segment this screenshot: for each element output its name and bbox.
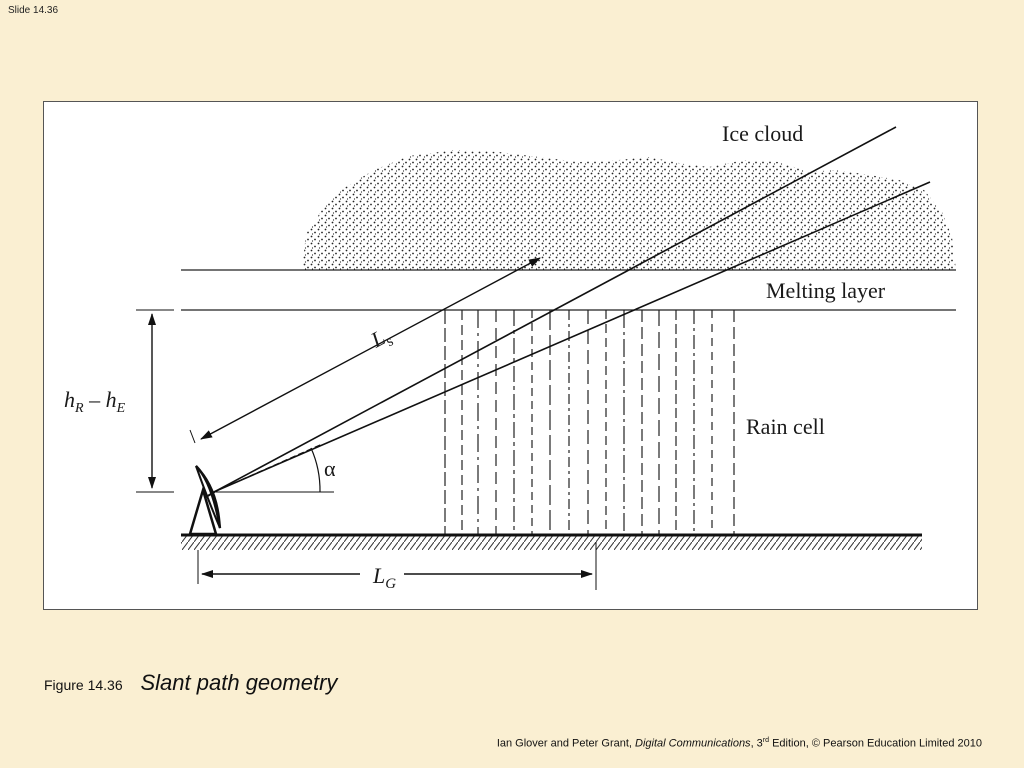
antenna-dish-icon <box>188 465 222 536</box>
footer-edition-prefix: , 3 <box>750 737 763 750</box>
footer-authors: Ian Glover and Peter Grant, <box>496 737 636 750</box>
ice-cloud-shape <box>302 150 956 270</box>
footer-edition-rest: Edition, © Pearson Education Limited 201… <box>769 737 982 750</box>
lower-ray <box>215 181 931 492</box>
ice-cloud-label: Ice cloud <box>722 121 803 146</box>
slide-number: Slide 14.36 <box>8 5 59 16</box>
figure-number: Figure 14.36 <box>44 677 123 693</box>
figure-frame: Ice cloud Melting layer Rain cell Ls LG … <box>43 101 978 610</box>
rain-cell-label: Rain cell <box>746 414 825 439</box>
ls-label: Ls <box>366 322 397 357</box>
figure-caption: Figure 14.36 Slant path geometry <box>44 670 337 696</box>
rain-cell-lines <box>444 310 735 534</box>
beam-axis-dashed <box>215 443 323 492</box>
footer-citation: Ian Glover and Peter Grant, Digital Comm… <box>497 737 982 750</box>
figure-title: Slant path geometry <box>140 670 338 695</box>
ground-hatching <box>181 536 922 550</box>
footer-book: Digital Communications <box>635 737 751 750</box>
elevation-angle-arc <box>310 447 321 493</box>
slant-path-diagram: Ice cloud Melting layer Rain cell Ls LG … <box>64 121 956 592</box>
footer-edition-sup: rd <box>762 737 770 744</box>
lg-label: LG <box>372 563 396 592</box>
elevation-angle-label: α <box>324 456 336 481</box>
melting-layer-label: Melting layer <box>766 278 886 303</box>
ls-arrow <box>200 257 541 440</box>
height-difference-label: hR – hE <box>64 387 126 416</box>
ls-tick <box>189 429 196 444</box>
